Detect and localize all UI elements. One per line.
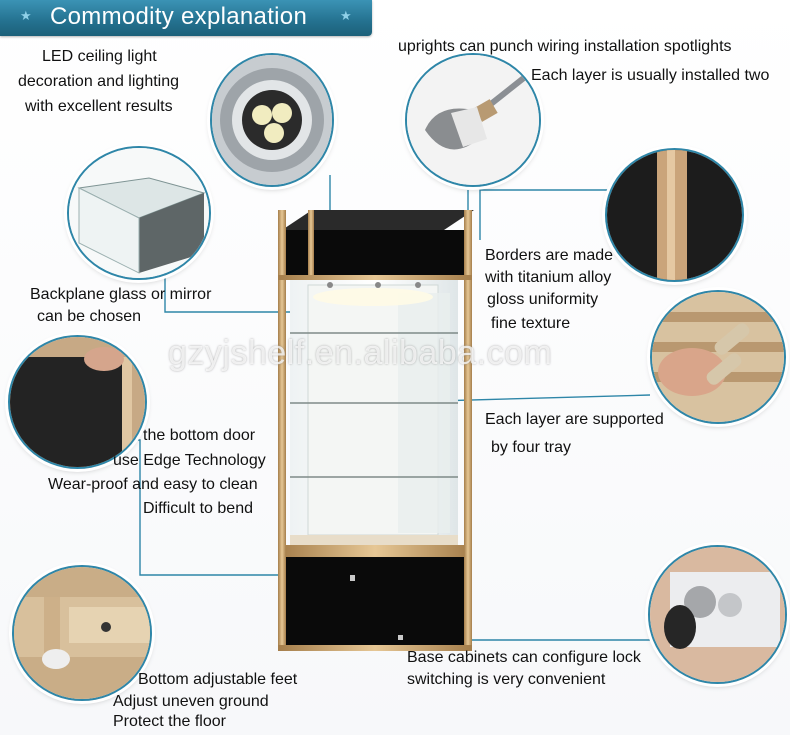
backplane-label-2: can be chosen	[37, 308, 142, 325]
backplane-label-1: Backplane glass or mirror	[30, 286, 212, 303]
borders-label-2: with titanium alloy	[485, 269, 612, 286]
led-light-icon	[212, 55, 332, 185]
feet-label-1: Bottom adjustable feet	[138, 671, 298, 688]
door-label-4: Difficult to bend	[143, 500, 253, 517]
spotlight-label-1: uprights can punch wiring installation s…	[398, 38, 732, 55]
tray-peg-circle	[650, 290, 786, 424]
page-title: Commodity explanation	[50, 3, 308, 30]
tray-peg-icon	[652, 292, 784, 422]
glass-panel-circle	[67, 146, 211, 280]
watermark: gzyjshelf.en.alibaba.com	[168, 334, 553, 372]
borders-label-1: Borders are made	[485, 247, 614, 264]
header-banner: ★ Commodity explanation ★	[0, 0, 372, 36]
tray-label-1: Each layer are supported	[485, 411, 664, 428]
led-label-2: decoration and lighting	[18, 73, 180, 90]
led-light-circle	[210, 53, 334, 187]
door-panel-circle	[8, 335, 147, 469]
door-label-3: Wear-proof and easy to clean	[48, 476, 258, 493]
door-label-1: the bottom door	[143, 427, 256, 444]
adjustable-foot-circle	[12, 565, 152, 701]
led-label-3: with excellent results	[25, 98, 173, 115]
lock-key-circle	[648, 545, 787, 684]
borders-label-3: gloss uniformity	[487, 291, 599, 308]
spotlight-label-2: Each layer is usually installed two	[531, 67, 770, 84]
adjustable-foot-icon	[14, 567, 150, 699]
borders-label-4: fine texture	[491, 315, 571, 332]
star-icon: ★	[340, 8, 352, 23]
lock-label-2: switching is very convenient	[407, 671, 606, 688]
display-cabinet	[278, 210, 474, 651]
lock-key-icon	[650, 547, 785, 682]
spotlight-icon	[407, 55, 539, 185]
tray-label-2: by four tray	[491, 439, 572, 456]
spotlight-circle	[405, 53, 541, 187]
led-label-1: LED ceiling light	[42, 48, 157, 65]
alloy-border-icon	[607, 150, 742, 280]
lock-label-1: Base cabinets can configure lock	[407, 649, 641, 666]
glass-panel-icon	[69, 148, 209, 278]
door-label-2: use Edge Technology	[113, 452, 266, 469]
feet-label-2: Adjust uneven ground	[113, 693, 269, 710]
door-panel-icon	[10, 337, 145, 467]
feet-label-3: Protect the floor	[113, 713, 226, 730]
alloy-border-circle	[605, 148, 744, 282]
star-icon: ★	[20, 8, 32, 23]
